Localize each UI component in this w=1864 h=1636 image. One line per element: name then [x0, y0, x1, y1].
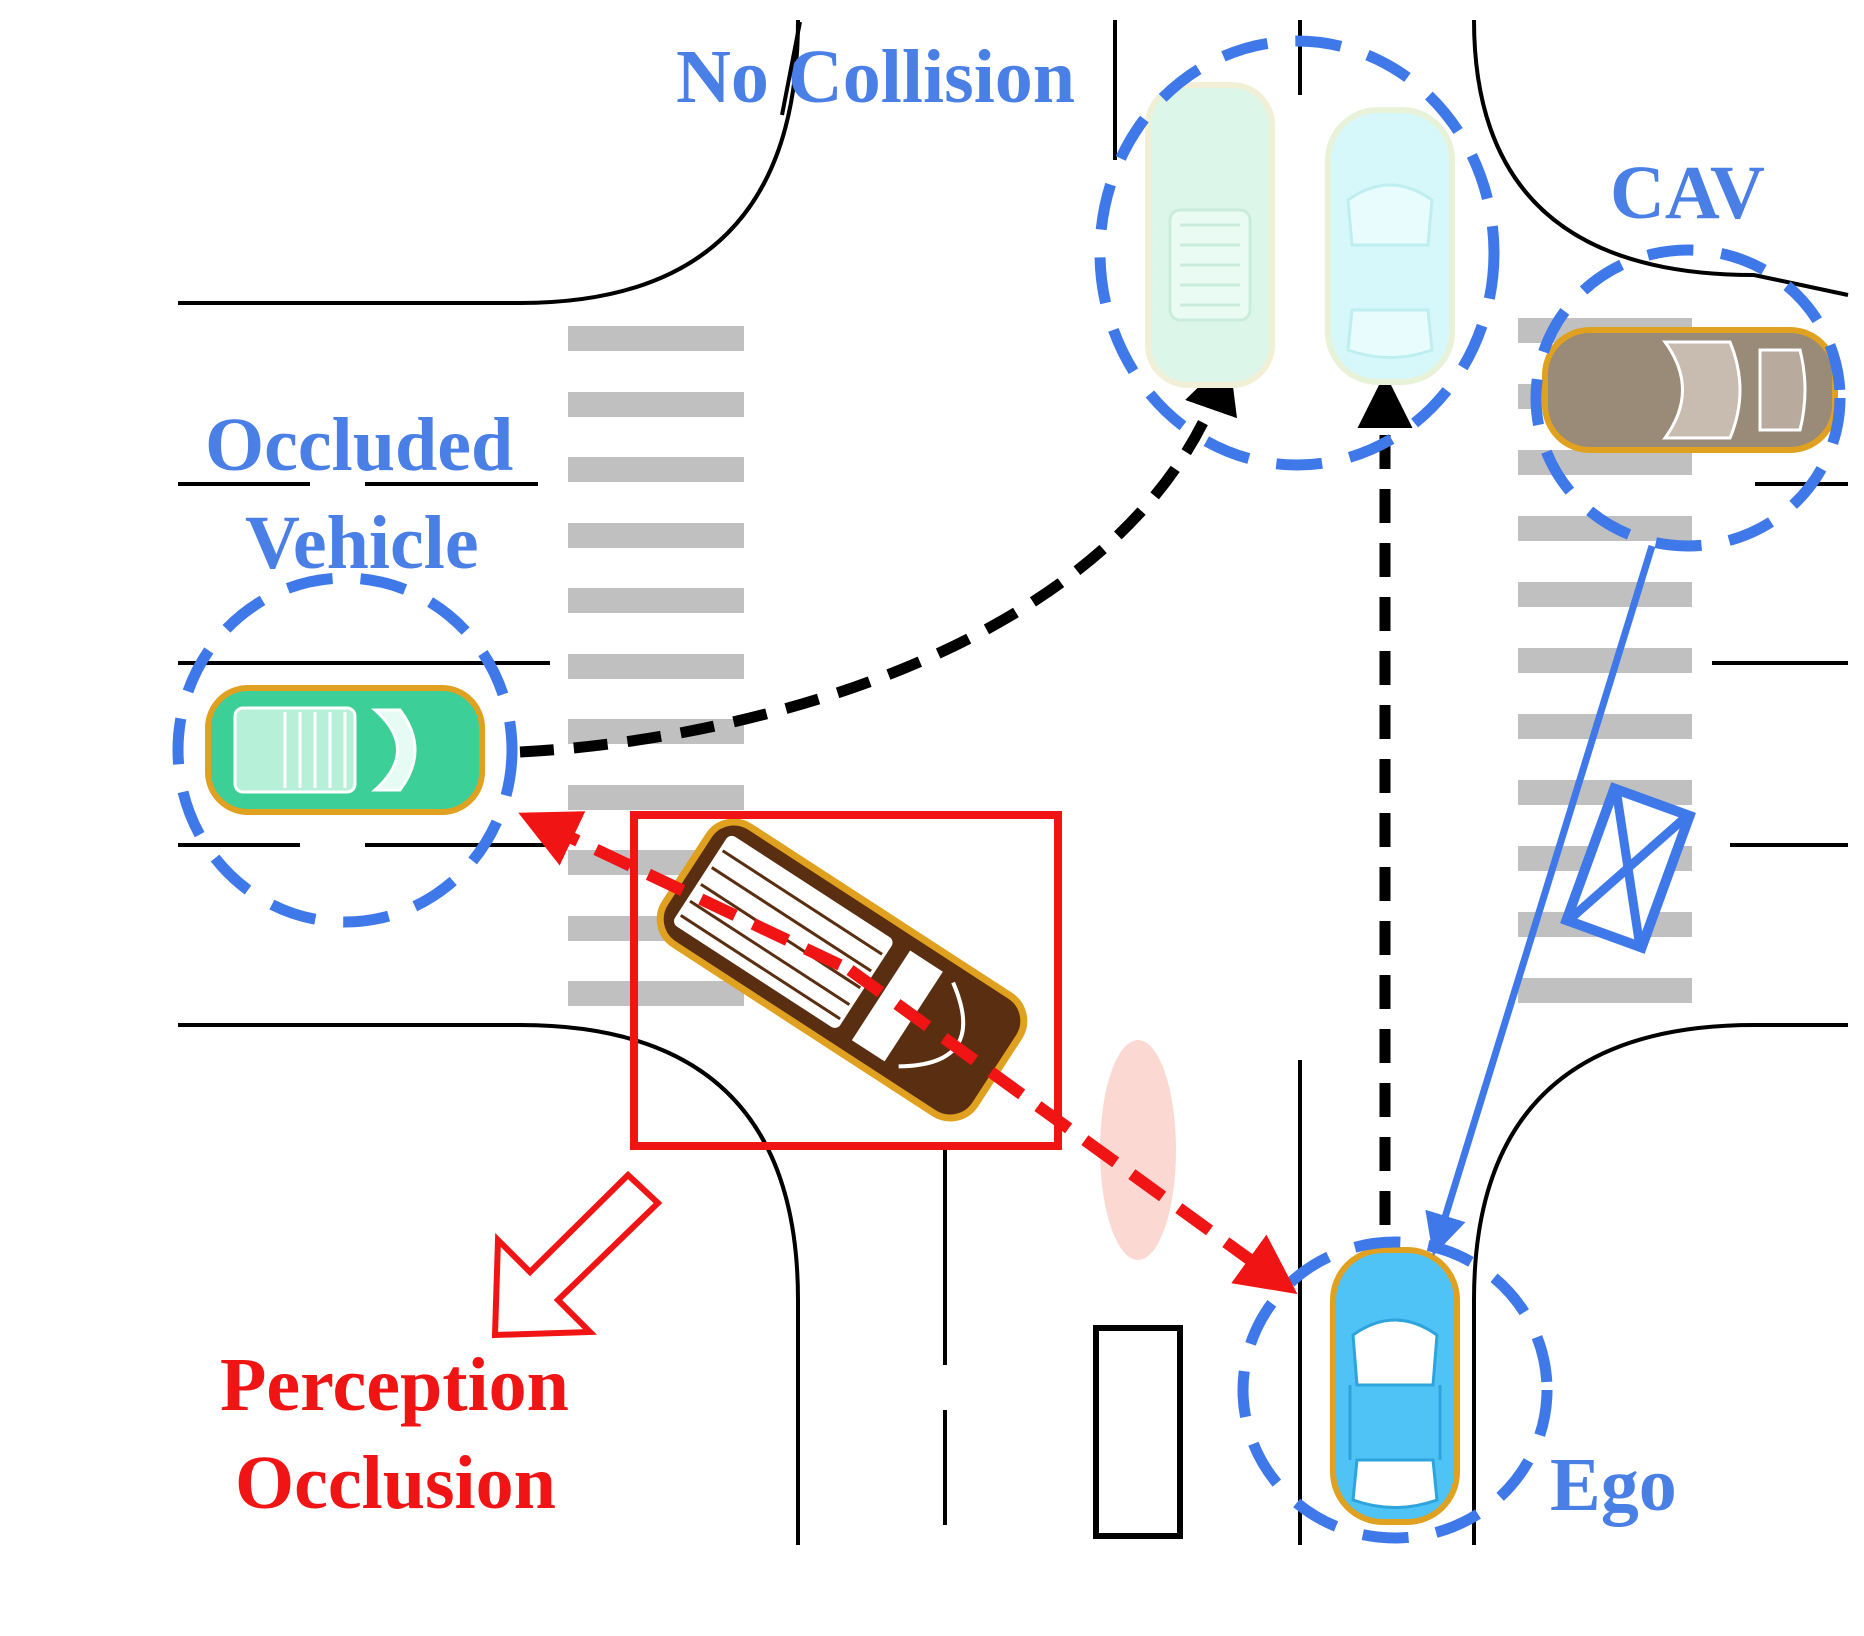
ghost-car-right: [1325, 107, 1455, 385]
ring-cav: [1530, 244, 1846, 552]
hollow-arrow-icon: [491, 1170, 663, 1339]
ghost-car-left: [1145, 82, 1275, 388]
cav-link: [1425, 544, 1656, 1257]
envelope-cross-icon: [1560, 782, 1696, 954]
road-edges: [178, 19, 1849, 1545]
ego-vehicle: [1330, 1247, 1460, 1525]
label-occluded-line2: Vehicle: [245, 501, 479, 585]
road-edge-bottom-left: [178, 1023, 800, 1545]
occluding-truck: [656, 818, 1028, 1122]
occlusion-box: [630, 811, 1062, 1150]
road-edge-top-right: [1472, 19, 1849, 297]
label-cav: CAV: [1610, 151, 1765, 235]
dashed-rings: [172, 35, 1846, 1544]
cav-vehicle: [1542, 327, 1838, 453]
pedestrian-zone: [1100, 1040, 1176, 1260]
obstacle-block: [1093, 1325, 1183, 1539]
label-slash: [780, 21, 802, 116]
road-edge-top-left: [178, 19, 800, 305]
line-of-sight-right: [846, 965, 1298, 1295]
occluded-vehicle: [205, 685, 485, 815]
label-ego: Ego: [1550, 1443, 1677, 1527]
label-occluded-line1: Occluded: [205, 403, 513, 487]
label-perception-line1: Perception: [220, 1343, 569, 1427]
lane-lines: [178, 20, 1848, 1545]
label-perception-line2: Occlusion: [235, 1441, 556, 1525]
trajectory-left-turn: [519, 357, 1237, 758]
ring-occluded: [172, 572, 518, 928]
ring-ego: [1237, 1236, 1553, 1544]
ring-no-collision: [1094, 35, 1500, 471]
road-edge-bottom-right: [1472, 1023, 1848, 1545]
label-no-collision: No Collision: [676, 35, 1075, 119]
